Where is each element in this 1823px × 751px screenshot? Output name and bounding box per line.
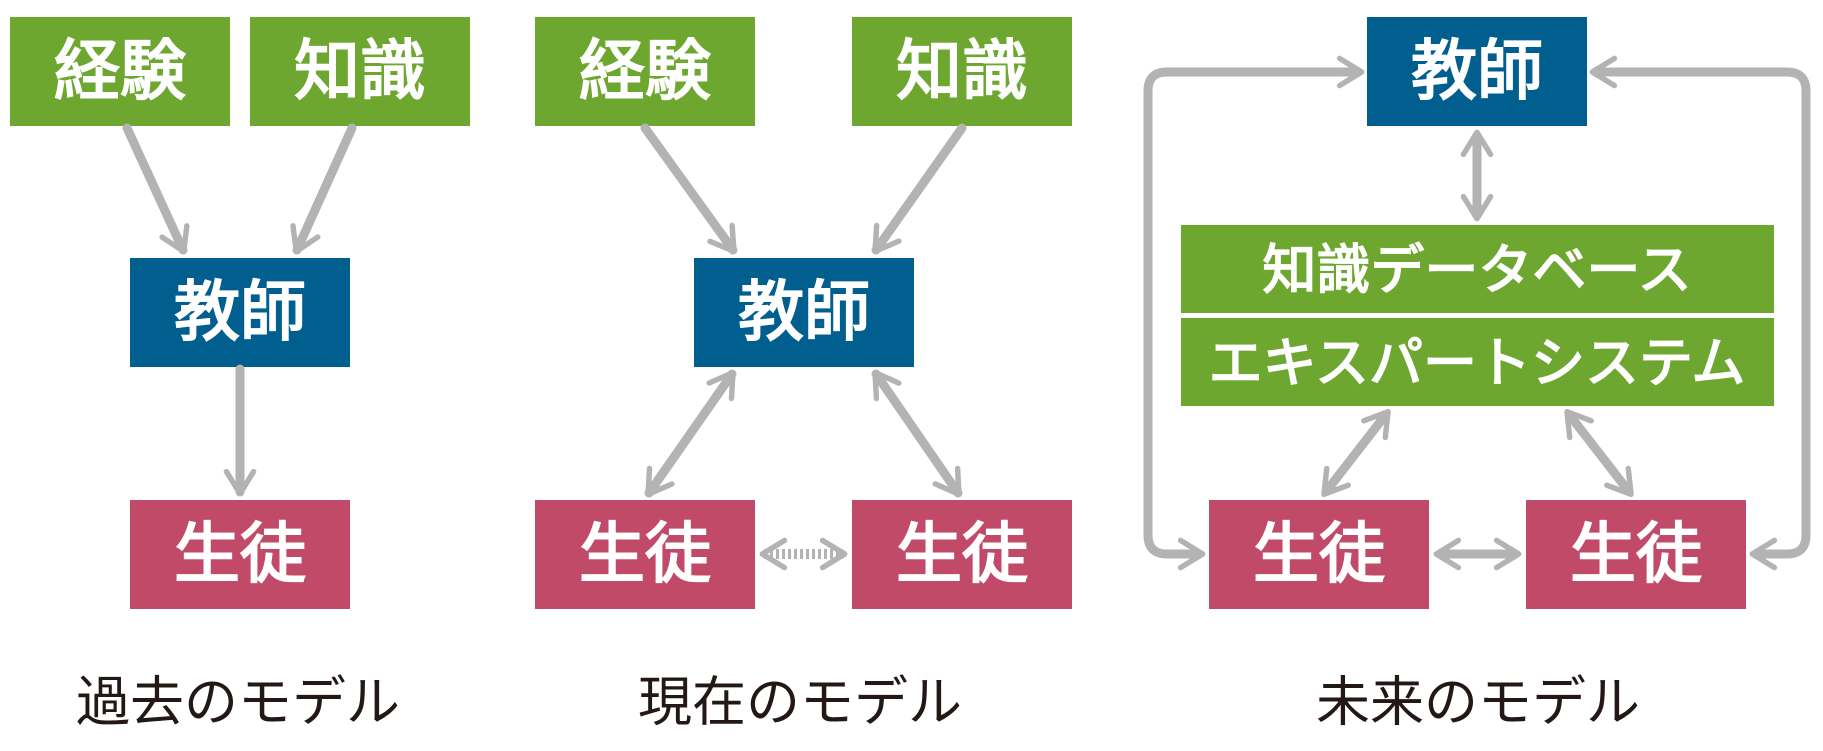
future-arrow-teacher-student-right-loop [1589,55,1811,571]
past-teacher-label: 教師 [174,274,306,351]
future-caption: 未来のモデル [1316,671,1640,734]
future-expert-system-box: エキスパートシステム [1181,318,1774,406]
past-teacher-box: 教師 [130,258,350,367]
future-arrow-system-student-left [1321,408,1391,498]
past-student-box: 生徒 [130,500,350,609]
present-student-right-label: 生徒 [896,516,1029,593]
future-expert-system-label: エキスパートシステム [1209,332,1746,395]
past-model: 経験 知識 教師 生徒 過去のモデル [10,17,470,734]
present-teacher-box: 教師 [694,258,914,367]
future-teacher-label: 教師 [1411,33,1543,110]
past-arrow-experience-teacher [122,123,190,255]
past-student-label: 生徒 [174,516,307,593]
present-caption: 現在のモデル [638,671,962,734]
future-teacher-box: 教師 [1367,17,1587,126]
future-arrow-system-student-right [1564,408,1634,498]
past-experience-box: 経験 [10,17,230,126]
future-model: 教師 知識データベース エキスパートシステム 生徒 生徒 未来のモデル [1143,17,1811,734]
present-model: 経験 知識 教師 生徒 生徒 現在のモデル [535,17,1072,734]
future-student-left-box: 生徒 [1209,500,1429,609]
future-knowledge-db-label: 知識データベース [1262,239,1691,302]
past-arrow-knowledge-teacher [290,123,357,255]
future-student-left-label: 生徒 [1253,516,1386,593]
present-arrow-experience-teacher [640,123,738,255]
present-student-right-box: 生徒 [852,500,1072,609]
present-knowledge-label: 知識 [896,33,1028,110]
past-caption: 過去のモデル [76,671,400,734]
present-arrow-teacher-student-right [871,369,963,498]
present-arrow-teacher-student-left [644,369,737,498]
future-student-right-box: 生徒 [1526,500,1746,609]
present-knowledge-box: 知識 [852,17,1072,126]
future-knowledge-db-box: 知識データベース [1181,225,1774,313]
present-student-left-box: 生徒 [535,500,755,609]
present-experience-label: 経験 [579,33,712,110]
past-experience-label: 経験 [54,33,187,110]
present-experience-box: 経験 [535,17,755,126]
future-arrow-teacher-student-left-loop [1143,55,1365,571]
past-knowledge-box: 知識 [250,17,470,126]
present-student-left-label: 生徒 [579,516,712,593]
present-arrow-knowledge-teacher [871,123,967,255]
present-teacher-label: 教師 [738,274,870,351]
future-student-right-label: 生徒 [1570,516,1703,593]
past-knowledge-label: 知識 [294,33,426,110]
